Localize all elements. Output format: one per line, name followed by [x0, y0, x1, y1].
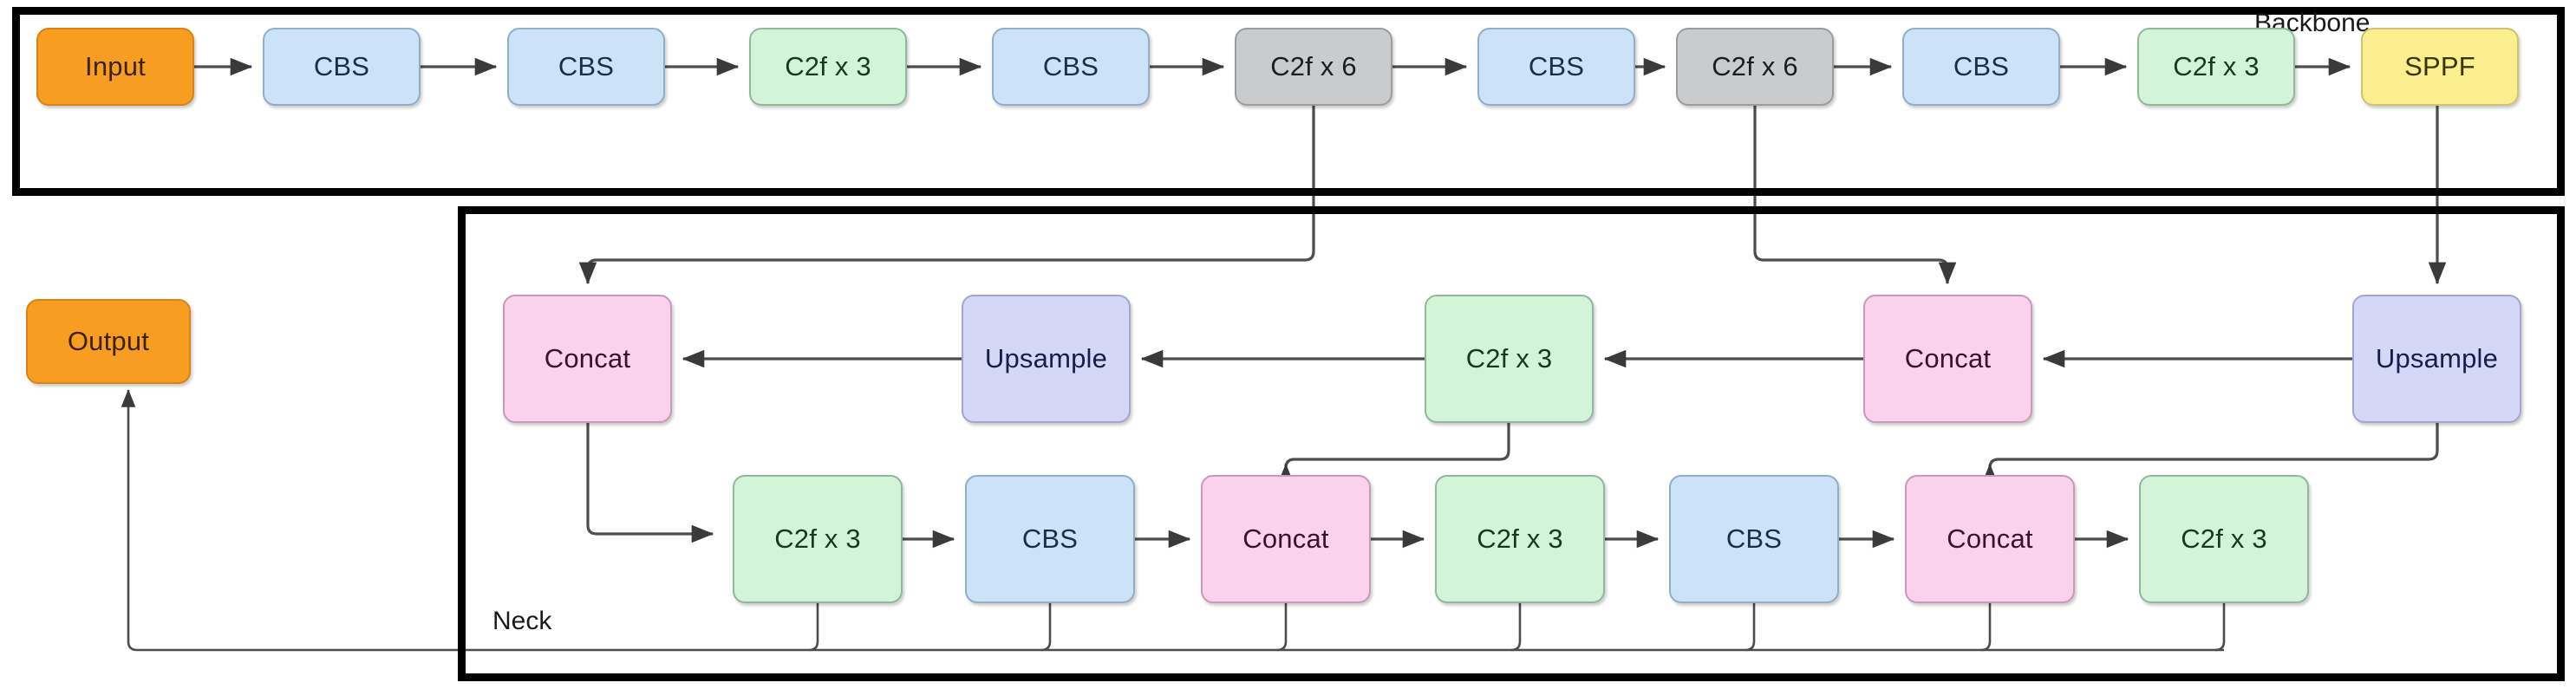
node-backbone-cbs-5[interactable]: CBS [1902, 28, 2060, 106]
node-backbone-c2f-3[interactable]: C2f x 6 [1676, 28, 1834, 106]
node-neck-c2f-4[interactable]: C2f x 3 [2139, 475, 2309, 603]
node-input[interactable]: Input [36, 28, 194, 106]
node-neck-c2f-1[interactable]: C2f x 3 [1425, 295, 1594, 423]
node-neck-c2f-2[interactable]: C2f x 3 [733, 475, 903, 603]
node-output[interactable]: Output [26, 299, 191, 384]
node-neck-cbs-1[interactable]: CBS [965, 475, 1135, 603]
node-backbone-cbs-2[interactable]: CBS [507, 28, 665, 106]
node-neck-upsample-1[interactable]: Upsample [962, 295, 1131, 423]
node-neck-cbs-2[interactable]: CBS [1669, 475, 1839, 603]
node-backbone-sppf[interactable]: SPPF [2361, 28, 2519, 106]
node-backbone-c2f-1[interactable]: C2f x 3 [749, 28, 907, 106]
node-backbone-cbs-1[interactable]: CBS [263, 28, 421, 106]
backbone-container [12, 7, 2565, 196]
node-neck-upsample-2[interactable]: Upsample [2352, 295, 2521, 423]
node-neck-concat-4[interactable]: Concat [1905, 475, 2075, 603]
node-backbone-cbs-4[interactable]: CBS [1477, 28, 1635, 106]
neck-container [458, 206, 2565, 681]
node-backbone-cbs-3[interactable]: CBS [992, 28, 1150, 106]
node-neck-concat-3[interactable]: Concat [1201, 475, 1371, 603]
node-neck-concat-2[interactable]: Concat [1863, 295, 2032, 423]
neck-label: Neck [492, 607, 552, 635]
node-backbone-c2f-4[interactable]: C2f x 3 [2137, 28, 2295, 106]
node-neck-concat-1[interactable]: Concat [503, 295, 672, 423]
node-neck-c2f-3[interactable]: C2f x 3 [1435, 475, 1605, 603]
node-backbone-c2f-2[interactable]: C2f x 6 [1235, 28, 1392, 106]
